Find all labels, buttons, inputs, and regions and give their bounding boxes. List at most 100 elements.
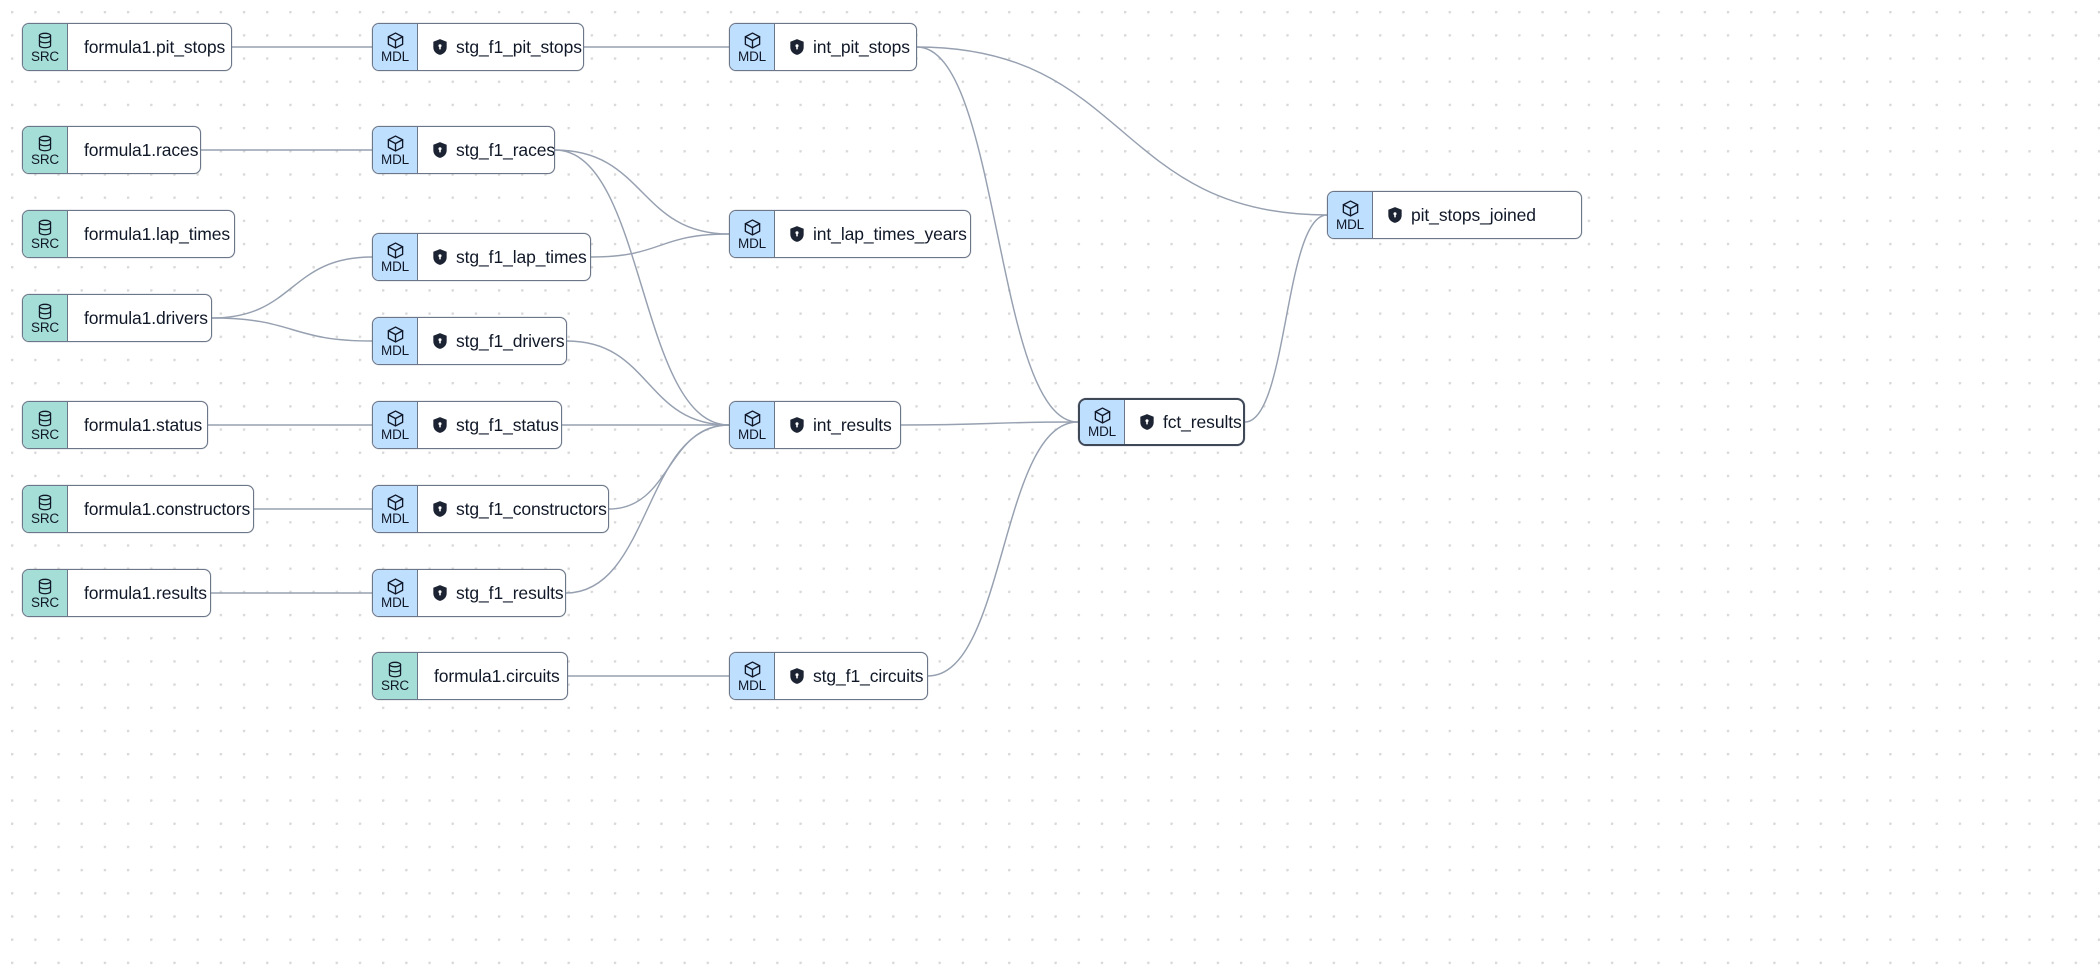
node-type-badge-src: SRC — [23, 402, 68, 448]
node-label: int_pit_stops — [813, 36, 910, 57]
node-body: formula1.circuits — [418, 653, 567, 699]
node-type-badge-mdl: MDL — [730, 653, 775, 699]
shield-lock-icon — [1139, 413, 1155, 431]
graph-node-int_results[interactable]: MDL int_results — [729, 401, 901, 449]
node-body: fct_results — [1125, 400, 1243, 444]
database-icon — [36, 31, 54, 50]
node-type-badge-mdl: MDL — [730, 24, 775, 70]
graph-node-stg_circuits[interactable]: MDL stg_f1_circuits — [729, 652, 928, 700]
edge-stg_drivers-to-int_results — [566, 340, 730, 426]
node-label: int_results — [813, 414, 892, 435]
graph-node-stg_drivers[interactable]: MDL stg_f1_drivers — [372, 317, 567, 365]
node-type-label: MDL — [738, 426, 766, 442]
node-type-badge-mdl: MDL — [373, 318, 418, 364]
node-body: int_pit_stops — [775, 24, 916, 70]
node-body: formula1.pit_stops — [68, 24, 231, 70]
node-label: formula1.drivers — [84, 307, 208, 328]
node-label: formula1.status — [84, 414, 203, 435]
cube-icon — [743, 31, 762, 50]
cube-icon — [386, 241, 405, 260]
node-body: pit_stops_joined — [1373, 192, 1581, 238]
node-type-label: SRC — [31, 235, 59, 251]
cube-icon — [743, 409, 762, 428]
graph-node-src_pit_stops[interactable]: SRC formula1.pit_stops — [22, 23, 232, 71]
graph-node-stg_pit_stops[interactable]: MDL stg_f1_pit_stops — [372, 23, 584, 71]
node-body: int_lap_times_years — [775, 211, 970, 257]
node-label: formula1.circuits — [434, 665, 560, 686]
edge-stg_constructors-to-int_results — [608, 424, 730, 510]
edge-stg_races-to-int_lap_times_years — [554, 149, 730, 235]
node-type-badge-mdl: MDL — [373, 127, 418, 173]
node-label: formula1.pit_stops — [84, 36, 226, 57]
node-type-label: SRC — [31, 426, 59, 442]
node-label: stg_f1_circuits — [813, 665, 924, 686]
node-type-label: MDL — [381, 258, 409, 274]
shield-lock-icon — [432, 416, 448, 434]
graph-node-int_pit_stops[interactable]: MDL int_pit_stops — [729, 23, 917, 71]
graph-node-stg_constructors[interactable]: MDL stg_f1_constructors — [372, 485, 609, 533]
graph-node-int_lap_times_years[interactable]: MDL int_lap_times_years — [729, 210, 971, 258]
node-label: stg_f1_pit_stops — [456, 36, 582, 57]
node-label: stg_f1_races — [456, 139, 555, 160]
shield-lock-icon — [789, 225, 805, 243]
node-type-badge-src: SRC — [23, 211, 68, 257]
edge-fct_results-to-pit_stops_joined — [1244, 214, 1328, 423]
node-label: formula1.races — [84, 139, 199, 160]
cube-icon — [1341, 199, 1360, 218]
database-icon — [36, 218, 54, 237]
node-label: stg_f1_lap_times — [456, 246, 587, 267]
node-type-label: SRC — [31, 510, 59, 526]
graph-node-stg_status[interactable]: MDL stg_f1_status — [372, 401, 562, 449]
graph-node-stg_results[interactable]: MDL stg_f1_results — [372, 569, 566, 617]
database-icon — [36, 134, 54, 153]
node-label: stg_f1_drivers — [456, 330, 565, 351]
node-label: stg_f1_constructors — [456, 498, 607, 519]
graph-node-src_status[interactable]: SRC formula1.status — [22, 401, 208, 449]
node-label: stg_f1_status — [456, 414, 559, 435]
edge-stg_races-to-int_results — [554, 149, 730, 426]
node-body: formula1.drivers — [68, 295, 211, 341]
node-body: stg_f1_races — [418, 127, 555, 173]
node-type-label: MDL — [738, 48, 766, 64]
shield-lock-icon — [789, 38, 805, 56]
node-type-badge-mdl: MDL — [730, 402, 775, 448]
node-label: stg_f1_results — [456, 582, 564, 603]
cube-icon — [743, 660, 762, 679]
shield-lock-icon — [432, 500, 448, 518]
cube-icon — [386, 31, 405, 50]
edge-stg_lap_times-to-int_lap_times_years — [590, 233, 730, 258]
node-body: stg_f1_drivers — [418, 318, 566, 364]
graph-node-stg_races[interactable]: MDL stg_f1_races — [372, 126, 555, 174]
node-label: pit_stops_joined — [1411, 204, 1536, 225]
node-type-label: MDL — [738, 235, 766, 251]
node-type-label: SRC — [31, 48, 59, 64]
node-type-label: MDL — [381, 594, 409, 610]
node-type-badge-src: SRC — [373, 653, 418, 699]
node-body: formula1.status — [68, 402, 207, 448]
shield-lock-icon — [789, 667, 805, 685]
node-type-badge-mdl: MDL — [373, 486, 418, 532]
node-label: int_lap_times_years — [813, 223, 967, 244]
node-type-badge-mdl: MDL — [373, 402, 418, 448]
graph-node-src_circuits[interactable]: SRC formula1.circuits — [372, 652, 568, 700]
graph-node-src_lap_times[interactable]: SRC formula1.lap_times — [22, 210, 235, 258]
node-label: formula1.lap_times — [84, 223, 231, 244]
graph-node-src_races[interactable]: SRC formula1.races — [22, 126, 201, 174]
cube-icon — [386, 134, 405, 153]
shield-lock-icon — [432, 248, 448, 266]
database-icon — [36, 493, 54, 512]
node-body: stg_f1_circuits — [775, 653, 927, 699]
shield-lock-icon — [789, 416, 805, 434]
cube-icon — [386, 409, 405, 428]
node-type-badge-mdl: MDL — [373, 24, 418, 70]
node-type-label: SRC — [31, 151, 59, 167]
node-type-label: MDL — [381, 426, 409, 442]
graph-node-stg_lap_times[interactable]: MDL stg_f1_lap_times — [372, 233, 591, 281]
